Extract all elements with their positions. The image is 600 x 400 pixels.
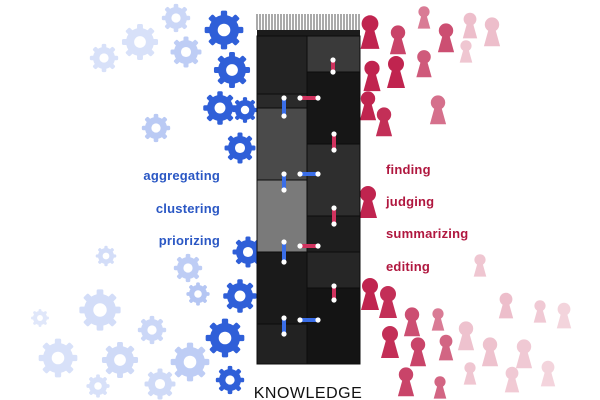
gear-icon xyxy=(173,253,203,283)
gear-icon xyxy=(141,113,171,143)
knowledge-tower xyxy=(256,14,361,365)
stitch-icons xyxy=(281,57,337,337)
stitch-icon xyxy=(297,171,321,177)
stitch-icon xyxy=(331,131,337,153)
gear-icon xyxy=(213,51,251,89)
stitch-icon xyxy=(297,317,321,323)
gear-icon xyxy=(38,338,78,378)
person-icon xyxy=(515,339,533,369)
gear-icon xyxy=(95,245,117,267)
gear-icon xyxy=(170,342,210,382)
gear-icons xyxy=(30,3,264,400)
person-icon xyxy=(459,40,473,63)
person-icon xyxy=(437,23,455,53)
person-icon xyxy=(409,337,427,367)
person-icon xyxy=(481,337,499,367)
person-icon xyxy=(504,366,520,393)
gear-icon xyxy=(204,10,244,50)
label-priorizing: priorizing xyxy=(158,233,220,248)
label-aggregating: aggregating xyxy=(143,168,220,183)
stitch-icon xyxy=(281,239,287,265)
gear-icon xyxy=(79,289,121,331)
gear-icon xyxy=(170,36,202,68)
person-icon xyxy=(457,321,475,351)
stitch-icon xyxy=(281,315,287,337)
stitch-icon xyxy=(297,95,321,101)
person-icon xyxy=(389,25,407,55)
gear-icon xyxy=(161,3,191,33)
person-icon xyxy=(498,292,514,319)
person-icon xyxy=(556,302,572,329)
label-judging: judging xyxy=(386,194,435,209)
label-summarizing: summarizing xyxy=(386,226,469,241)
stitch-icon xyxy=(330,57,336,75)
person-icon xyxy=(462,12,478,39)
person-icon xyxy=(403,307,421,337)
gear-icon xyxy=(144,368,176,400)
gear-icon xyxy=(205,318,245,358)
gear-icon xyxy=(223,279,257,313)
person-icon xyxy=(379,286,397,318)
gear-icon xyxy=(137,315,167,345)
person-icon xyxy=(363,60,381,92)
stitch-icon xyxy=(281,95,287,119)
person-icon xyxy=(533,300,547,323)
gear-icon xyxy=(30,308,50,328)
person-icon xyxy=(359,91,377,121)
label-editing: editing xyxy=(386,259,431,274)
gear-icon xyxy=(101,341,139,379)
person-icon xyxy=(438,334,454,361)
person-icon xyxy=(361,278,379,310)
gear-icon xyxy=(86,374,110,398)
person-icon xyxy=(416,50,432,78)
stitch-icon xyxy=(297,243,321,249)
person-icon xyxy=(483,17,501,47)
label-clustering: clustering xyxy=(155,201,220,216)
label-finding: finding xyxy=(386,162,431,177)
person-icon xyxy=(433,376,447,399)
stitch-icon xyxy=(331,205,337,227)
gear-icon xyxy=(215,365,245,395)
gear-icon xyxy=(203,91,237,125)
stitch-icon xyxy=(281,171,287,193)
gear-icon xyxy=(186,282,210,306)
person-icon xyxy=(359,186,377,218)
gear-icon xyxy=(89,43,119,73)
person-icon xyxy=(417,6,431,29)
person-icon xyxy=(397,367,415,397)
person-icon xyxy=(429,95,447,125)
person-icon xyxy=(431,308,445,331)
gear-icon xyxy=(121,23,159,61)
person-icon xyxy=(463,362,477,385)
knowledge-label: KNOWLEDGE xyxy=(253,385,363,400)
gear-icon xyxy=(224,132,256,164)
person-icon xyxy=(375,107,393,137)
person-icon xyxy=(387,56,405,88)
person-icon xyxy=(540,360,556,387)
person-icon xyxy=(473,254,487,277)
stitch-icon xyxy=(331,283,337,303)
gear-icon xyxy=(232,97,258,123)
person-icon xyxy=(381,326,399,358)
person-icon xyxy=(360,15,380,49)
